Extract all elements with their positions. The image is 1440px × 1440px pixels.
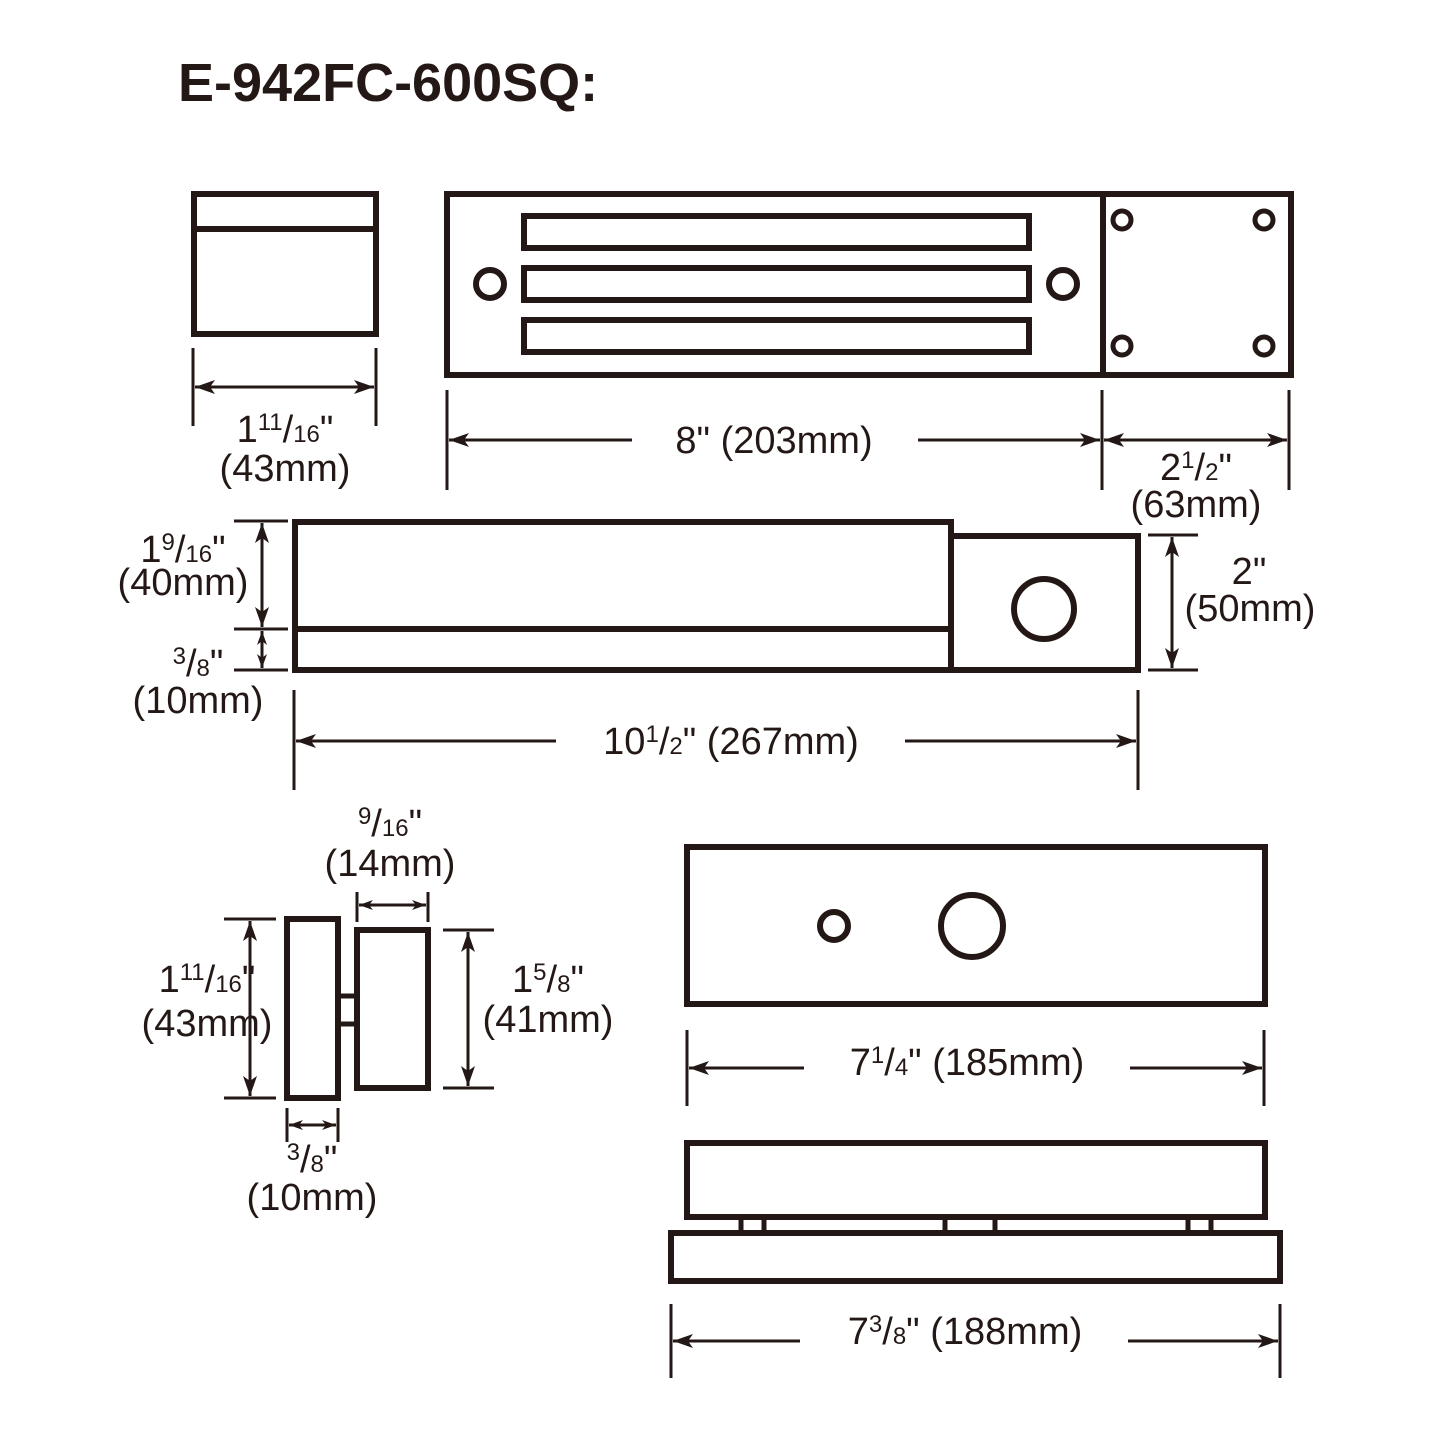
dim-numerator: 1 xyxy=(871,1042,884,1069)
dim-whole: 8 xyxy=(675,420,696,462)
dim-fraction-slash: / xyxy=(186,643,197,685)
dim-fraction-slash: / xyxy=(547,959,558,1001)
dim-numerator: 11 xyxy=(258,409,283,436)
dim-denominator: 2 xyxy=(669,733,682,760)
dim-numerator: 9 xyxy=(162,529,175,556)
screw-hole-icon xyxy=(1110,208,1134,232)
dim-whole: 2 xyxy=(1160,447,1181,489)
armature-face-view: 71/4" (185mm) xyxy=(684,844,1268,1106)
model-title: E-942FC-600SQ: xyxy=(178,53,598,113)
dim-numerator: 5 xyxy=(533,959,546,986)
dim-total-length: 101/2" (267mm) xyxy=(603,721,859,763)
mounting-hole-icon xyxy=(473,267,507,301)
armature-plate-view: 73/8" (188mm) xyxy=(668,1140,1283,1378)
dim-numerator: 3 xyxy=(869,1311,882,1338)
dim-fraction-slash: / xyxy=(175,529,186,571)
dim-numerator: 3 xyxy=(173,643,186,670)
dim-armature-thickness-imperial: 3/8" xyxy=(287,1139,338,1181)
screw-hole-icon xyxy=(1110,334,1134,358)
dim-end-view-width-metric: (43mm) xyxy=(220,448,351,490)
screw-hole-icon xyxy=(1252,208,1276,232)
dim-inch-mark: " xyxy=(324,1139,338,1181)
dim-body-height-metric: (40mm) xyxy=(118,562,249,604)
dim-inch-mark: " xyxy=(697,420,711,462)
dim-bracket-height-metric: (50mm) xyxy=(1185,588,1316,630)
dim-whole: 1 xyxy=(140,529,161,571)
dim-denominator: 8 xyxy=(311,1151,324,1178)
dim-metric: (203mm) xyxy=(710,420,873,462)
dim-armature-height-imperial: 15/8" xyxy=(512,959,584,1001)
dim-fraction-slash: / xyxy=(884,1042,895,1084)
dim-body-height-imperial: 19/16" xyxy=(140,529,225,571)
cable-hole-icon xyxy=(1011,576,1077,642)
dim-inch-mark: " xyxy=(683,721,697,763)
dim-armature-assembly-height-metric: (43mm) xyxy=(142,1003,273,1045)
dim-numerator: 11 xyxy=(180,959,205,986)
screw-hole-icon xyxy=(1252,334,1276,358)
dim-bracket-length-metric: (63mm) xyxy=(1131,484,1262,526)
side-view: 19/16" (40mm) 3/8" (10mm) 2" (50mm) 101/… xyxy=(118,519,1316,790)
dim-fraction-slash: / xyxy=(300,1139,311,1181)
dim-numerator: 1 xyxy=(645,721,658,748)
end-view: 111/16" (43mm) xyxy=(191,191,379,490)
dim-magnet-length: 8" (203mm) xyxy=(675,420,872,462)
dim-whole: 1 xyxy=(237,409,258,451)
dim-denominator: 16 xyxy=(382,815,409,842)
dim-fraction-slash: / xyxy=(205,959,216,1001)
dim-denominator: 2 xyxy=(1205,459,1218,486)
dim-armature-assembly-height-imperial: 111/16" xyxy=(159,959,256,1001)
dim-inch-mark: " xyxy=(210,643,224,685)
dim-fraction-slash: / xyxy=(1195,447,1206,489)
dim-inch-mark: " xyxy=(908,1042,922,1084)
dim-metric: (188mm) xyxy=(920,1311,1083,1353)
pin-hole-icon xyxy=(817,909,851,943)
dim-gap-metric: (14mm) xyxy=(325,843,456,885)
dim-denominator: 4 xyxy=(895,1054,908,1081)
dim-gap-imperial: 9/16" xyxy=(358,803,422,845)
bolt-hole-icon xyxy=(938,892,1006,960)
dim-bracket-height-imperial: 2" xyxy=(1232,551,1267,593)
dim-denominator: 16 xyxy=(185,541,212,568)
dim-bracket-length-imperial: 21/2" xyxy=(1160,447,1232,489)
dim-inch-mark: " xyxy=(242,959,256,1001)
face-view: 8" (203mm) 21/2" (63mm) xyxy=(444,191,1294,526)
dim-armature-length: 71/4" (185mm) xyxy=(850,1042,1085,1084)
dim-inch-mark: " xyxy=(320,409,334,451)
dim-denominator: 16 xyxy=(293,421,320,448)
dim-denominator: 8 xyxy=(557,971,570,998)
dim-inch-mark: " xyxy=(1218,447,1232,489)
mounting-hole-icon xyxy=(1046,267,1080,301)
dim-end-view-width-imperial: 111/16" xyxy=(237,409,334,451)
dim-whole: 1 xyxy=(159,959,180,1001)
dim-denominator: 8 xyxy=(197,655,210,682)
dim-inch-mark: " xyxy=(906,1311,920,1353)
dim-metric: (185mm) xyxy=(922,1042,1085,1084)
dim-fraction-slash: / xyxy=(882,1311,893,1353)
dim-plate-height-imperial: 3/8" xyxy=(173,643,224,685)
dim-numerator: 9 xyxy=(358,803,371,830)
dim-plate-height-metric: (10mm) xyxy=(133,680,264,722)
dim-fraction-slash: / xyxy=(371,803,382,845)
dim-whole: 10 xyxy=(603,721,645,763)
armature-side-view: 9/16" (14mm) 111/16" (43mm) 15/8" (41mm)… xyxy=(142,803,614,1219)
dim-whole: 7 xyxy=(848,1311,869,1353)
dim-armature-thickness-metric: (10mm) xyxy=(247,1177,378,1219)
dim-inch-mark: " xyxy=(212,529,226,571)
dim-denominator: 8 xyxy=(893,1323,906,1350)
dim-fraction-slash: / xyxy=(659,721,670,763)
dim-armature-height-metric: (41mm) xyxy=(483,999,614,1041)
dim-inch-mark: " xyxy=(1253,551,1267,593)
dim-metric: (267mm) xyxy=(696,721,859,763)
dim-whole: 2 xyxy=(1232,551,1253,593)
dim-numerator: 1 xyxy=(1181,447,1194,474)
dim-whole: 7 xyxy=(850,1042,871,1084)
dim-denominator: 16 xyxy=(215,971,242,998)
dim-plate-length: 73/8" (188mm) xyxy=(848,1311,1083,1353)
dim-inch-mark: " xyxy=(570,959,584,1001)
dim-whole: 1 xyxy=(512,959,533,1001)
dim-numerator: 3 xyxy=(287,1139,300,1166)
dim-fraction-slash: / xyxy=(283,409,294,451)
dim-inch-mark: " xyxy=(409,803,423,845)
